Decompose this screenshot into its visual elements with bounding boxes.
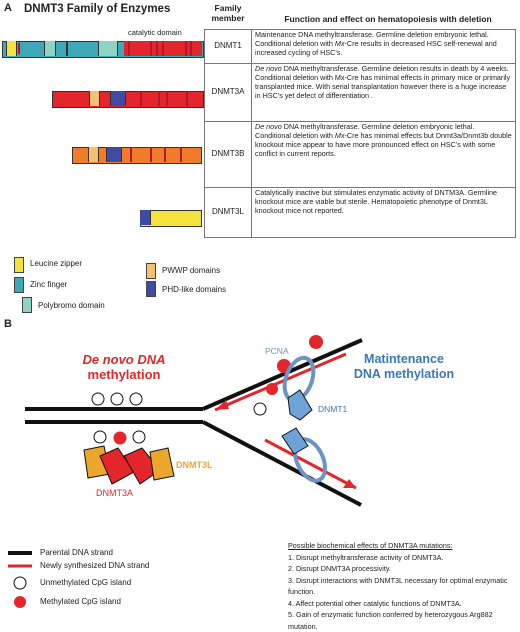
- table-row: DNMT3L Catalytically inactive but stimul…: [204, 187, 516, 238]
- new-strand-fork-lower: [264, 438, 357, 490]
- function-text-segment: De novo: [255, 64, 282, 73]
- member-function: De novo DNA methyltransferase. Germline …: [251, 121, 516, 188]
- function-text-segment: Mx: [334, 130, 345, 140]
- new-strand-arrowhead-lower: [343, 479, 356, 488]
- member-name: DNMT1: [204, 29, 252, 64]
- function-text-segment: DNA methyltransferase. Germline deletion…: [255, 64, 511, 100]
- table-row: DNMT3A De novo DNA methyltransferase. Ge…: [204, 63, 516, 122]
- de-novo-title: De novo DNA methylation: [64, 352, 184, 382]
- panel-b-letter: B: [4, 318, 12, 330]
- function-text-segment: -Cre results in decreased HSC self-renew…: [255, 38, 497, 57]
- unmethylated-cpg: [110, 392, 124, 406]
- enzyme-table: DNMT1 Maintenance DNA methyltransferase.…: [204, 29, 516, 238]
- new-strand-fork-upper: [214, 352, 347, 412]
- parental-strand-fork-lower: [202, 420, 362, 507]
- legend-unmethylated-circle: [13, 576, 27, 590]
- phd-label: PHD-like domains: [162, 285, 227, 294]
- leucine-zipper-swatch: [14, 257, 24, 273]
- member-name: DNMT3B: [204, 121, 252, 188]
- unmethylated-cpg: [253, 402, 267, 416]
- function-text-segment: Maintenance DNA methyltransferase. Germl…: [255, 30, 489, 48]
- maintenance-title-line1: Matintenance: [364, 352, 444, 366]
- member-name: DNMT3A: [204, 63, 252, 122]
- pwwp-label: PWWP domains: [162, 266, 221, 275]
- polybromo-label: Polybromo domain: [38, 301, 105, 310]
- replication-fork-diagram: [8, 335, 363, 608]
- new-strand-arrowhead-upper: [215, 400, 229, 410]
- pcna-label: PCNA: [265, 346, 289, 356]
- methylated-cpg: [113, 431, 127, 445]
- member-function: De novo DNA methyltransferase. Germline …: [251, 63, 516, 122]
- panel-a-title: DNMT3 Family of Enzymes: [24, 3, 171, 15]
- phd-swatch: [146, 281, 156, 297]
- legend-newly-label: Newly synthesized DNA strand: [40, 561, 150, 570]
- unmethylated-cpg: [132, 430, 146, 444]
- legend-unmethylated-label: Unmethylated CpG island: [40, 578, 132, 587]
- maintenance-title: Matintenance DNA methylation: [344, 352, 464, 382]
- dnmt3l-enzyme: [149, 447, 175, 481]
- methylated-cpg: [309, 335, 323, 349]
- effect-item: 5. Gain of enzymatic function conferred …: [288, 610, 493, 631]
- zinc-finger-label: Zinc finger: [30, 280, 68, 289]
- dnmt1-enzyme: [281, 427, 309, 455]
- de-novo-title-line2: methylation: [87, 367, 161, 382]
- leucine-zipper-label: Leucine zipper: [30, 259, 83, 268]
- methylated-cpg: [266, 383, 278, 395]
- member-function: Maintenance DNA methyltransferase. Germl…: [251, 29, 516, 64]
- dnmt3a-mutation-effects: Possible biochemical effects of DNMT3A m…: [288, 540, 520, 632]
- member-name: DNMT3L: [204, 187, 252, 238]
- effect-item: 3. Disrupt interactions with DNMT3L nece…: [288, 575, 508, 597]
- legend-parental-label: Parental DNA strand: [40, 548, 113, 557]
- pwwp-swatch: [146, 263, 156, 279]
- dnmt3a-label: DNMT3A: [96, 488, 134, 498]
- table-row: DNMT3B De novo DNA methyltransferase. Ge…: [204, 121, 516, 188]
- catalytic-domain-label: catalytic domain: [128, 28, 182, 37]
- dnmt1-enzyme: [287, 389, 313, 421]
- unmethylated-cpg: [91, 392, 105, 406]
- parental-strand-fork-upper: [202, 338, 363, 411]
- function-text-segment: DNA methyltransferase. Germline deletion…: [255, 122, 475, 140]
- unmethylated-cpg: [129, 392, 143, 406]
- maintenance-title-line2: DNA methylation: [353, 367, 455, 381]
- member-function: Catalytically inactive but stimulates en…: [251, 187, 516, 238]
- zinc-finger-swatch: [14, 277, 24, 293]
- unmethylated-cpg: [93, 430, 107, 444]
- panel-a-letter: A: [4, 2, 12, 14]
- function-text-segment: De novo: [255, 122, 282, 131]
- function-text-segment: -Cre has minimal effects but Dnmt3a/Dnmt…: [255, 130, 512, 158]
- dnmt3l-label: DNMT3L: [176, 460, 213, 470]
- effects-title: Possible biochemical effects of DNMT3A m…: [288, 541, 453, 550]
- effect-item: 2. Disrupt DNMT3A processivity.: [288, 564, 391, 573]
- col-header-function: Function and effect on hematopoiesis wit…: [284, 14, 492, 24]
- legend-methylated-label: Methylated CpG island: [40, 597, 121, 606]
- col-header-member: Family member: [211, 3, 245, 23]
- table-row: DNMT1 Maintenance DNA methyltransferase.…: [204, 29, 516, 64]
- dnmt1-label: DNMT1: [318, 404, 348, 414]
- function-text-segment: Mx: [334, 38, 345, 48]
- de-novo-title-line1: De novo DNA: [82, 352, 166, 367]
- effect-item: 4. Affect potential other catalytic func…: [288, 598, 462, 608]
- legend-methylated-circle: [14, 596, 26, 608]
- effect-item: 1. Disrupt methyltransferase activity of…: [288, 552, 444, 562]
- function-text-segment: Catalytically inactive but stimulates en…: [255, 188, 498, 215]
- polybromo-swatch: [22, 297, 32, 313]
